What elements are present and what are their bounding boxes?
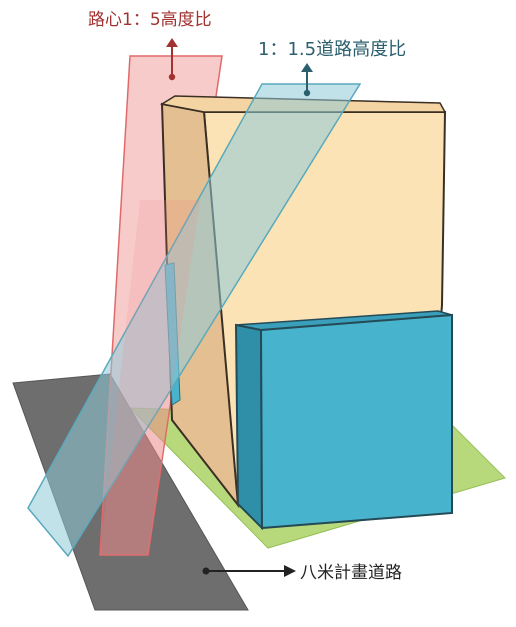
low-building-left-face <box>234 323 264 531</box>
road-name-label: 八米計畫道路 <box>300 563 402 583</box>
low-building-front-face <box>259 313 453 530</box>
teal-pointer-arrow <box>301 63 313 97</box>
road-ratio-label: 1：1.5道路高度比 <box>258 39 406 60</box>
red-pointer-arrow <box>166 38 178 81</box>
teal-height-plane <box>27 83 362 558</box>
center-ratio-label: 路心1：5高度比 <box>88 10 212 30</box>
road-pointer-arrow <box>202 565 296 577</box>
red-height-plane-front-overlay <box>100 200 200 555</box>
